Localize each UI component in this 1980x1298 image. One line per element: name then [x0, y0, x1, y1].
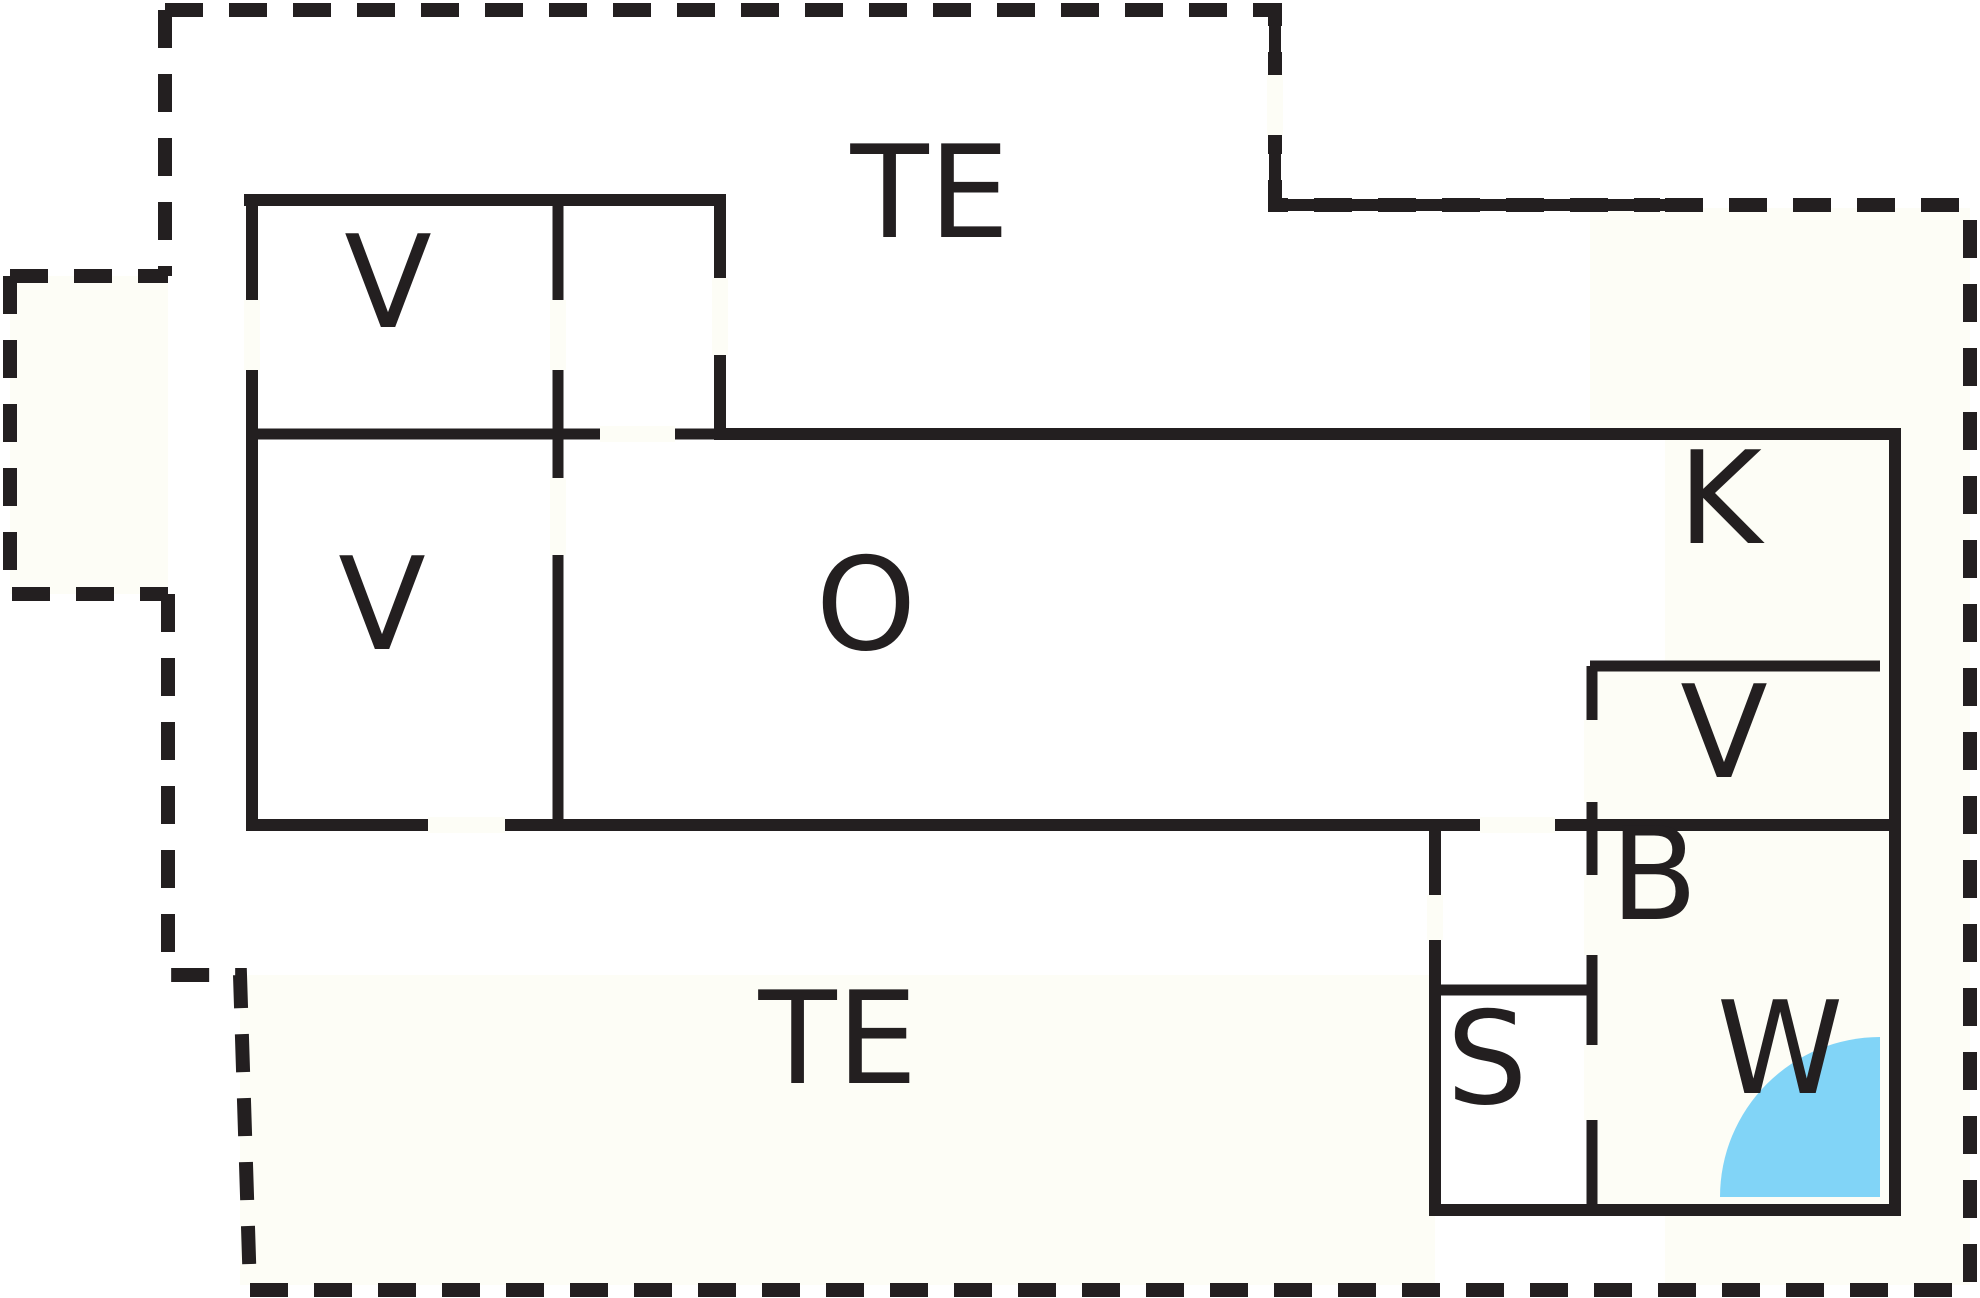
room-labels: TE V V O K V B TE S W — [338, 119, 1843, 1134]
label-bath: B — [1610, 801, 1698, 950]
label-terrace-bottom: TE — [757, 965, 917, 1114]
door-openings — [244, 75, 1600, 1120]
label-wash: W — [1717, 975, 1844, 1124]
label-living: O — [816, 531, 917, 680]
label-kitchen: K — [1678, 425, 1765, 574]
bottom-terrace-fill — [240, 975, 1435, 1285]
label-storage-right: V — [1680, 659, 1768, 808]
right-strip-fill — [1590, 208, 1670, 436]
left-deck-fill — [10, 276, 168, 594]
terrace-fills — [10, 208, 1970, 1285]
storage-right-fill — [1595, 670, 1890, 820]
label-storage-top-left: V — [344, 209, 432, 358]
label-terrace-top: TE — [849, 119, 1009, 268]
label-sauna: S — [1446, 985, 1527, 1134]
shower-area — [1720, 1037, 1880, 1197]
label-storage-mid-left: V — [338, 531, 426, 680]
